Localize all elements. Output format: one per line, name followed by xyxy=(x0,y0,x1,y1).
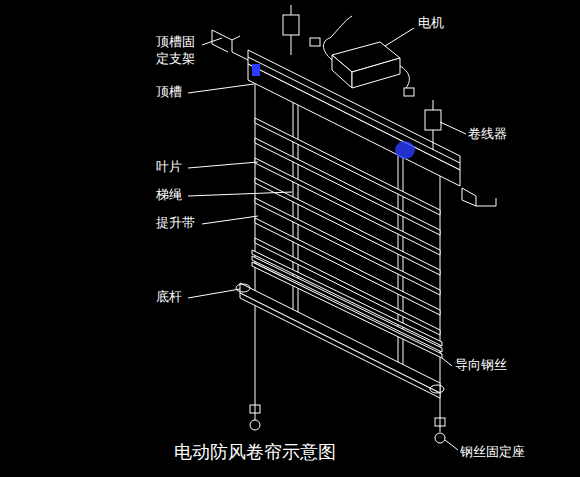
winder xyxy=(425,110,441,130)
head-rail-edge xyxy=(248,57,460,163)
slat-stack xyxy=(252,250,442,346)
part-label: 卷线器 xyxy=(468,126,507,143)
winder-shaft xyxy=(433,100,434,110)
part-label: 梯绳 xyxy=(156,187,182,204)
part-label: 顶槽固定支架 xyxy=(156,34,198,68)
part-label: 钢丝固定座 xyxy=(460,444,525,461)
bracket xyxy=(462,188,496,206)
wire-seat xyxy=(250,405,260,413)
leader-line xyxy=(188,192,292,196)
diagram-title: 电动防风卷帘示意图 xyxy=(174,440,336,464)
rail-mark xyxy=(395,141,415,159)
leader-line xyxy=(188,84,254,93)
leaders xyxy=(188,28,466,450)
part-label: 底杆 xyxy=(156,289,182,306)
slat-group xyxy=(252,118,442,358)
rail-end xyxy=(430,385,444,393)
part-label: 叶片 xyxy=(156,159,182,176)
motor-body xyxy=(352,58,400,88)
bracket xyxy=(212,30,248,60)
leader-line xyxy=(445,440,458,450)
leader-line xyxy=(385,28,414,46)
leader-line xyxy=(202,38,222,45)
slat xyxy=(255,158,440,255)
bottom-rail xyxy=(240,283,440,393)
winder-shaft xyxy=(291,35,292,55)
part-label: 提升带 xyxy=(156,215,195,232)
winder xyxy=(283,15,299,35)
slat xyxy=(255,138,440,235)
wire-seat xyxy=(435,433,445,443)
leader-line xyxy=(188,162,258,168)
connector xyxy=(404,88,414,96)
part-label: 导向钢丝 xyxy=(455,357,507,374)
leader-line xyxy=(440,122,466,134)
leader-line xyxy=(442,358,452,366)
rail-mark xyxy=(252,64,260,76)
motor-cable xyxy=(324,16,410,88)
leader-line xyxy=(188,289,240,298)
part-label: 顶槽 xyxy=(156,84,182,101)
wire-seat xyxy=(250,420,260,430)
winder-shaft xyxy=(291,5,292,15)
slat xyxy=(255,238,440,335)
connector xyxy=(310,38,320,46)
rail-end xyxy=(236,284,250,292)
part-label: 电机 xyxy=(418,15,444,32)
motor-body xyxy=(332,55,352,88)
leader-line xyxy=(202,216,258,224)
wire-seat xyxy=(435,418,445,426)
winder-shaft xyxy=(433,130,434,150)
bottom-rail xyxy=(240,293,440,398)
